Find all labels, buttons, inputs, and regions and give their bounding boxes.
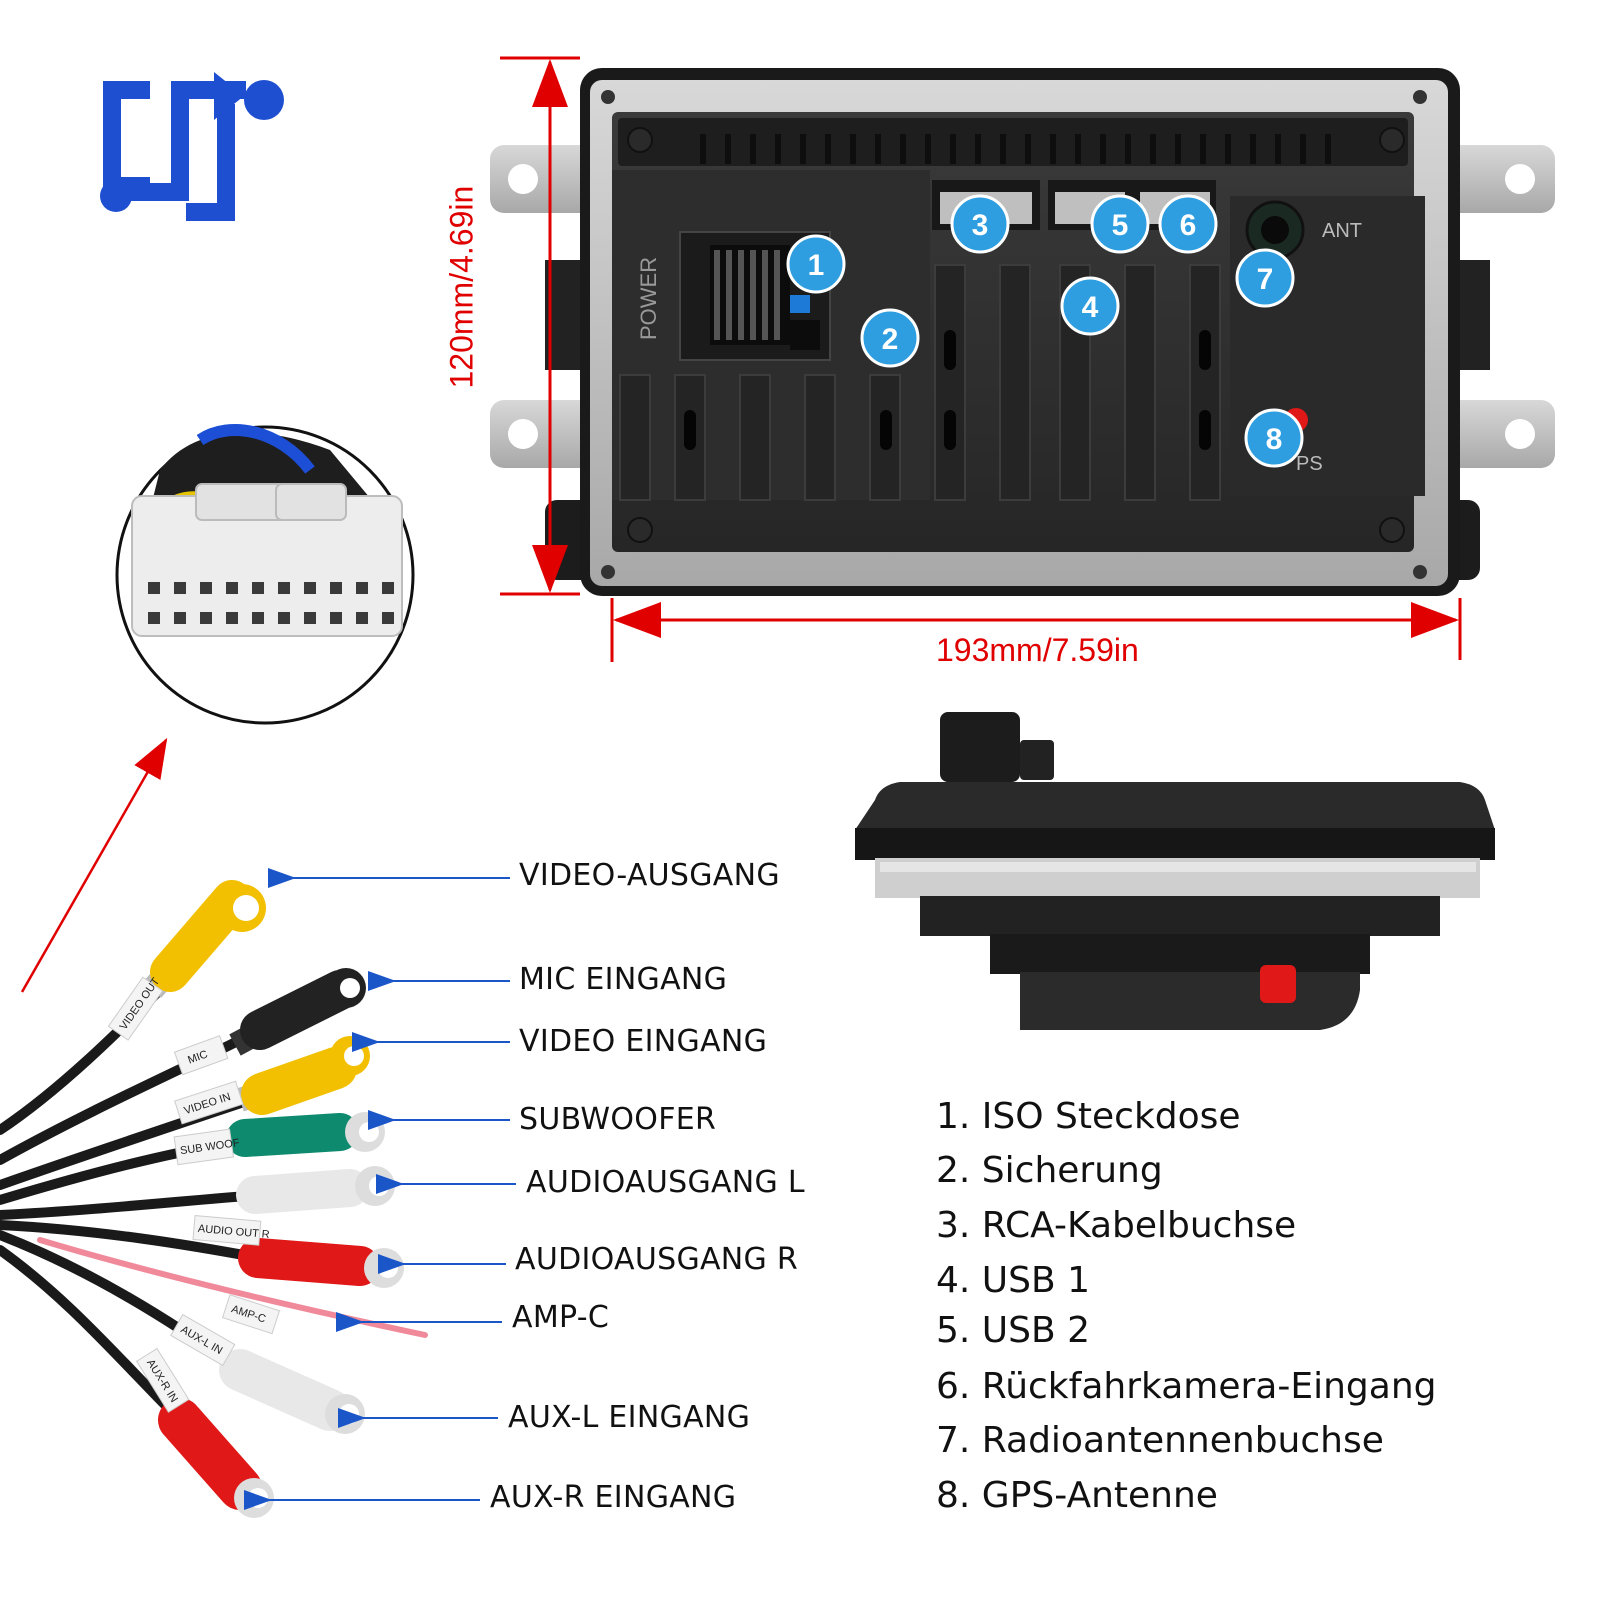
cable-label-video-in: VIDEO EINGANG xyxy=(519,1024,768,1059)
rca-plug-audio-out-l xyxy=(236,1166,395,1214)
legend-item: 4. USB 1 xyxy=(936,1260,1091,1301)
gps-label: PS xyxy=(1296,453,1323,475)
svg-text:6: 6 xyxy=(1180,209,1197,242)
ant-label: ANT xyxy=(1322,220,1362,242)
dimension-lines xyxy=(500,56,1462,662)
rca-plug-subwoofer xyxy=(226,1112,385,1157)
cable-label-aux-r-in: AUX-R EINGANG xyxy=(490,1480,737,1515)
port-badge-6: 6 xyxy=(1158,194,1218,254)
svg-text:3: 3 xyxy=(972,209,989,242)
head-unit-side-view xyxy=(855,712,1495,1030)
port-badge-5: 5 xyxy=(1090,194,1150,254)
cable-tag-aux-l-in: AUX-L IN xyxy=(170,1313,236,1367)
cable-label-audio-out-r: AUDIOAUSGANG R xyxy=(515,1242,799,1277)
svg-text:1: 1 xyxy=(808,249,825,282)
cable-tag-video-out: VIDEO OUT xyxy=(107,976,164,1041)
label-pointer-arrows xyxy=(244,868,516,1510)
cable-tag-mic: MIC xyxy=(173,1035,229,1076)
rca-plug-audio-out-r xyxy=(238,1238,404,1288)
port-badge-1: 1 xyxy=(786,234,846,294)
height-dimension-label: 120mm/4.69in xyxy=(443,185,480,389)
legend-item: 5. USB 2 xyxy=(936,1310,1091,1351)
iso-connector-closeup xyxy=(115,424,415,725)
cable-label-video-out: VIDEO-AUSGANG xyxy=(519,858,780,893)
cable-label-subwoofer: SUBWOOFER xyxy=(519,1102,717,1137)
head-unit-rear-view: ANT PS POWER 1 2 3 4 5 6 7 8 xyxy=(490,68,1555,596)
port-badge-2: 2 xyxy=(860,308,920,368)
svg-text:7: 7 xyxy=(1257,263,1274,296)
legend-item: 7. Radioantennenbuchse xyxy=(936,1420,1384,1461)
legend-item: 2. Sicherung xyxy=(936,1150,1163,1191)
cable-tag-amp-c: AMP-C xyxy=(221,1294,281,1335)
screw xyxy=(601,90,1427,579)
svg-text:4: 4 xyxy=(1082,291,1099,324)
rca-plug-mic xyxy=(229,968,366,1056)
connector-pointer-arrow xyxy=(20,737,168,993)
cable-label-amp-c: AMP-C xyxy=(512,1300,610,1335)
legend-item: 1. ISO Steckdose xyxy=(936,1096,1241,1137)
cable-tag-sub-woof: SUB WOOF xyxy=(173,1128,241,1166)
svg-text:2: 2 xyxy=(882,323,899,356)
cable-label-audio-out-l: AUDIOAUSGANG L xyxy=(526,1165,805,1200)
rca-plug-aux-r xyxy=(158,1398,274,1518)
port-badge-7: 7 xyxy=(1235,248,1295,308)
legend-item: 6. Rückfahrkamera-Eingang xyxy=(936,1366,1437,1407)
svg-text:5: 5 xyxy=(1112,209,1129,242)
width-dimension-label: 193mm/7.59in xyxy=(936,632,1139,668)
port-badge-4: 4 xyxy=(1060,276,1120,336)
power-label: POWER xyxy=(636,257,661,340)
svg-text:8: 8 xyxy=(1266,423,1283,456)
port-badge-8: 8 xyxy=(1244,408,1304,468)
rca-plug-video-out xyxy=(142,880,266,998)
brand-logo xyxy=(100,72,284,221)
rca-plug-aux-l xyxy=(219,1349,365,1434)
cable-label-aux-l-in: AUX-L EINGANG xyxy=(508,1400,751,1435)
legend-item: 8. GPS-Antenne xyxy=(936,1475,1218,1516)
port-badge-3: 3 xyxy=(950,194,1010,254)
cable-tag-audio-out-r: AUDIO OUT R xyxy=(192,1214,270,1246)
cable-label-mic-in: MIC EINGANG xyxy=(519,962,728,997)
legend-item: 3. RCA-Kabelbuchse xyxy=(936,1205,1297,1246)
